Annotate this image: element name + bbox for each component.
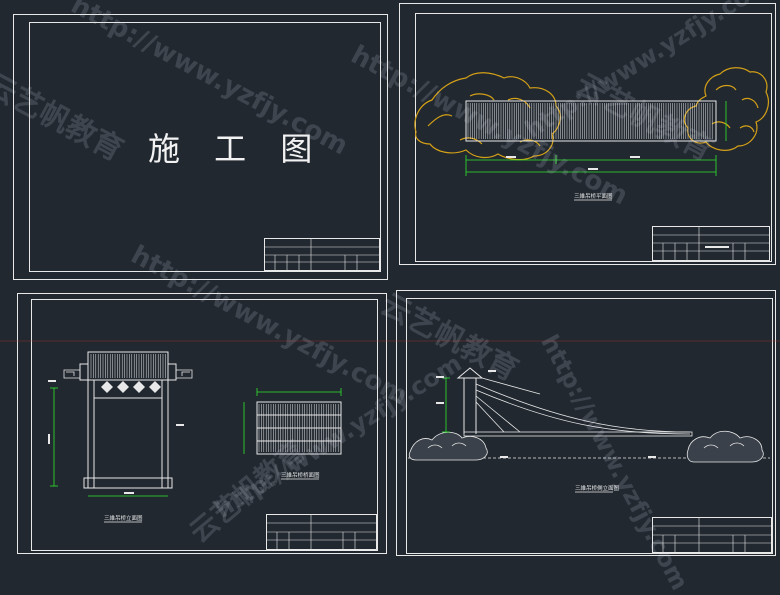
sheet-elevation-frame <box>406 298 773 554</box>
cover-title: 施 工 图 <box>148 130 325 168</box>
title-block-grid <box>653 518 771 552</box>
sheet-section[interactable] <box>17 293 387 554</box>
sheet-cover-frame <box>29 22 381 272</box>
title-block-grid <box>653 227 769 260</box>
title-block-grid <box>267 515 376 549</box>
sheet-cover-title-block <box>264 238 380 271</box>
title-block-grid <box>265 239 379 270</box>
sheet-elevation-title-block <box>652 517 772 553</box>
sheet-elevation[interactable] <box>396 290 776 556</box>
sheet-plan[interactable] <box>399 3 776 265</box>
sheet-cover[interactable] <box>13 14 388 280</box>
sheet-section-title-block <box>266 514 377 550</box>
sheet-plan-title-block <box>652 226 770 261</box>
sheet-section-frame <box>31 299 378 551</box>
